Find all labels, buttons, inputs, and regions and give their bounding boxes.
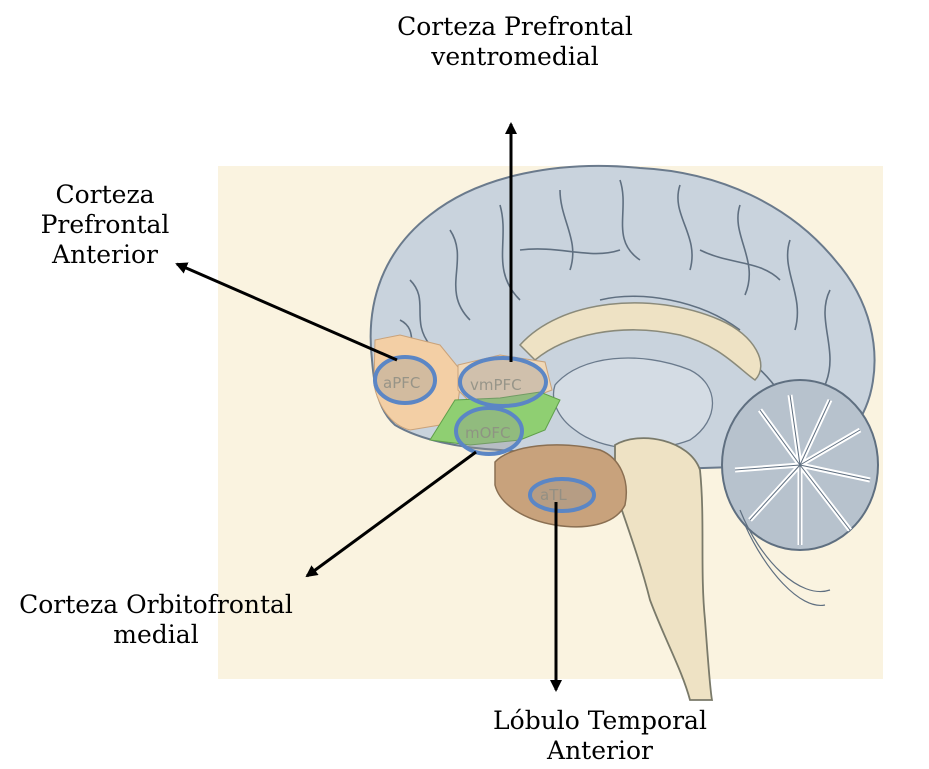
label-mofc: Corteza Orbitofrontal medial [0, 590, 312, 650]
label-apfc: Corteza Prefrontal Anterior [20, 180, 190, 270]
label-apfc-line1: Corteza [20, 180, 190, 210]
label-apfc-line2: Prefrontal [20, 210, 190, 240]
mofc-ellipse [456, 408, 522, 454]
label-vmpfc-line2: ventromedial [355, 42, 675, 72]
apfc-ellipse [375, 357, 435, 403]
atl-ellipse [530, 479, 594, 511]
label-atl: Lóbulo Temporal Anterior [470, 706, 730, 766]
label-atl-line1: Lóbulo Temporal [470, 706, 730, 736]
label-vmpfc: Corteza Prefrontal ventromedial [355, 12, 675, 72]
label-vmpfc-line1: Corteza Prefrontal [355, 12, 675, 42]
vmpfc-ellipse [460, 358, 546, 406]
label-mofc-line1: Corteza Orbitofrontal [0, 590, 312, 620]
label-mofc-line2: medial [0, 620, 312, 650]
label-apfc-line3: Anterior [20, 240, 190, 270]
label-atl-line2: Anterior [470, 736, 730, 766]
